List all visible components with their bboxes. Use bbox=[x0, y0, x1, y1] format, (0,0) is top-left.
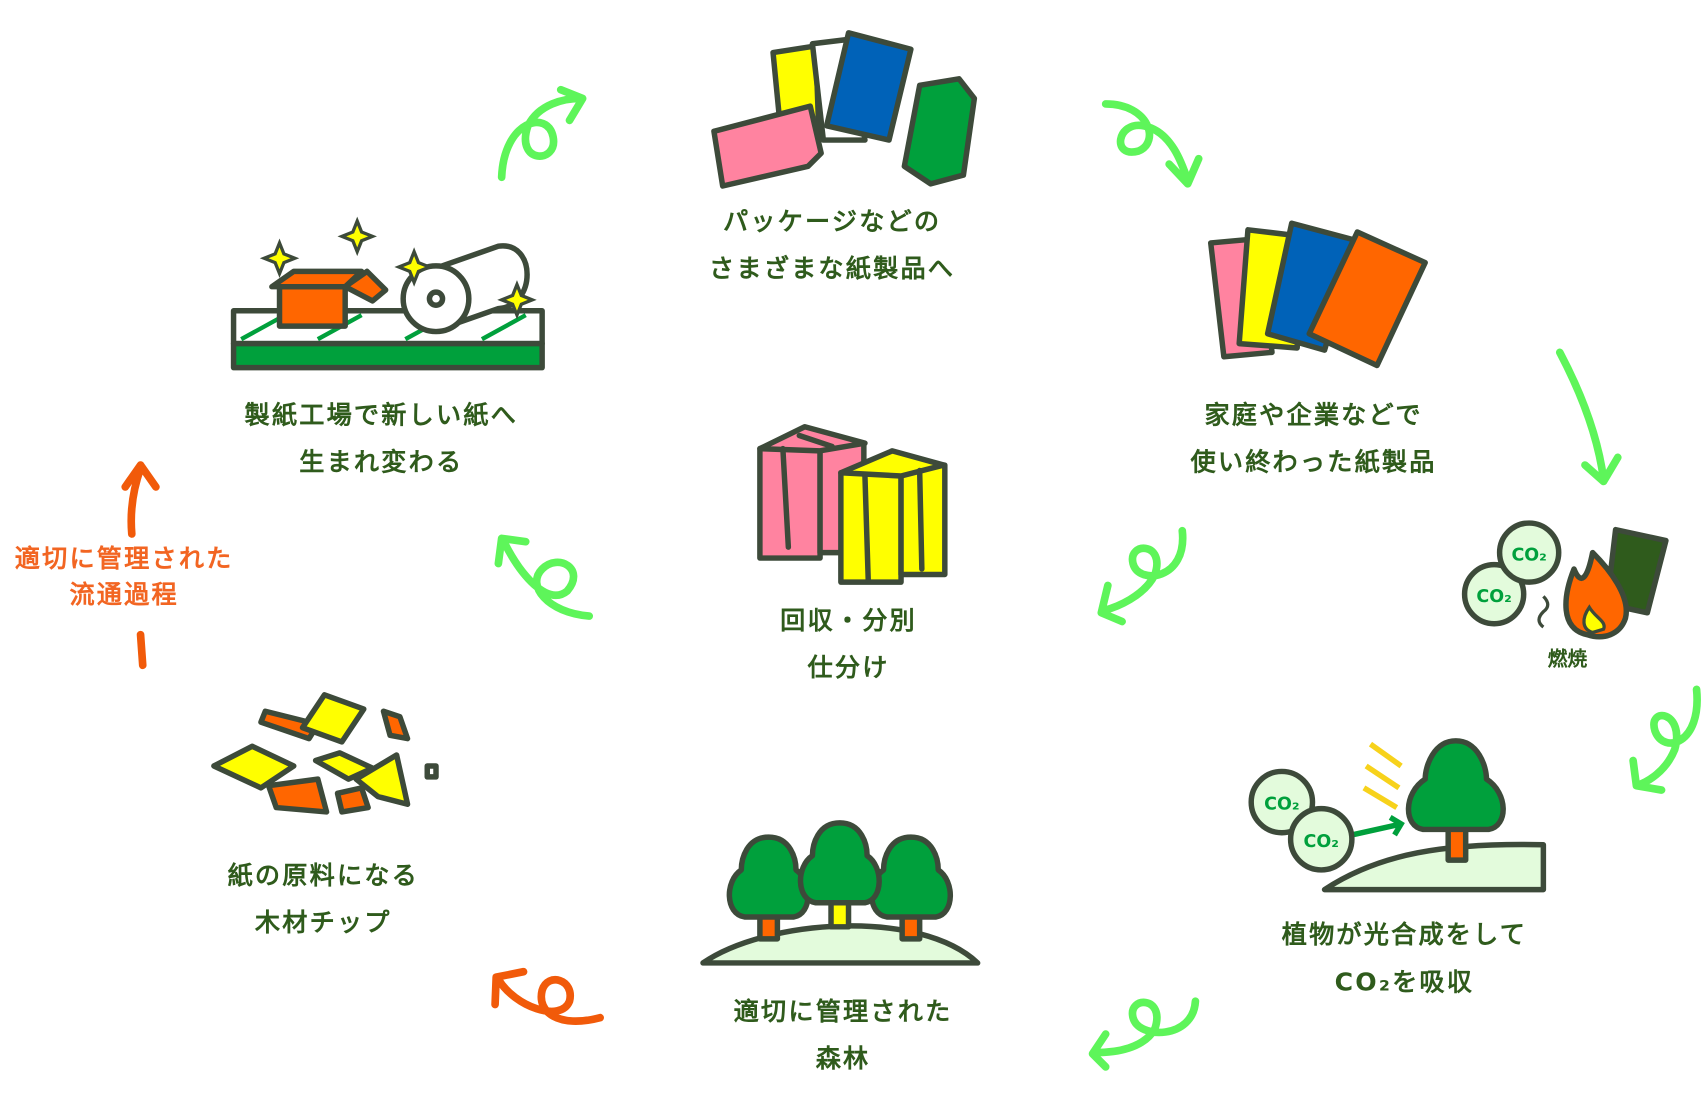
sparkle-icon bbox=[497, 280, 537, 320]
managed-process-line1: 適切に管理された bbox=[15, 544, 234, 573]
managed-process-line2: 流通過程 bbox=[69, 580, 178, 609]
collection-boxes-illustration bbox=[757, 424, 948, 585]
arrow-products-to-used bbox=[1101, 100, 1203, 188]
co2-label: CO₂ bbox=[1264, 795, 1299, 815]
arrow-used-to-collection bbox=[1097, 526, 1187, 626]
stage-forest-line2: 森林 bbox=[816, 1044, 871, 1073]
sparkle-icon bbox=[259, 238, 300, 278]
used-paper-illustration bbox=[1207, 220, 1428, 369]
arrow-managed-process-up bbox=[121, 461, 160, 670]
co2-label: CO₂ bbox=[1511, 545, 1546, 565]
stage-factory-line1: 製紙工場で新しい紙へ bbox=[245, 400, 518, 429]
stage-forest-line1: 適切に管理された bbox=[734, 997, 953, 1026]
cycle-arrows bbox=[121, 85, 1701, 1071]
stage-chips-line1: 紙の原料になる bbox=[228, 861, 419, 890]
fire-icon bbox=[1563, 549, 1630, 640]
burning-illustration: CO₂ CO₂ bbox=[1461, 520, 1669, 640]
stage-used-line2: 使い終わった紙製品 bbox=[1190, 448, 1437, 477]
stage-used-line1: 家庭や企業などで bbox=[1204, 400, 1422, 429]
paper-factory-illustration bbox=[230, 216, 545, 371]
paper-products-illustration bbox=[711, 30, 978, 189]
stage-products-line2: さまざまな紙製品へ bbox=[709, 254, 955, 283]
arrow-used-to-burn bbox=[1555, 348, 1622, 486]
arrow-factory-to-products bbox=[497, 85, 587, 182]
sparkle-icon bbox=[337, 216, 377, 257]
co2-label: CO₂ bbox=[1476, 587, 1511, 607]
stage-factory-line2: 生まれ変わる bbox=[299, 448, 463, 477]
arrow-collection-to-factory bbox=[494, 534, 594, 620]
tree bbox=[868, 834, 953, 942]
forest-illustration bbox=[700, 820, 981, 966]
co2-label: CO₂ bbox=[1304, 832, 1339, 852]
photosynthesis-illustration: CO₂ CO₂ bbox=[1248, 738, 1547, 893]
stage-collection-line1: 回収・分別 bbox=[780, 606, 917, 635]
stage-chips-line2: 木材チップ bbox=[254, 908, 392, 937]
stage-photosynthesis-line1: 植物が光合成をして bbox=[1282, 920, 1527, 949]
arrow-photosynthesis-to-forest bbox=[1088, 997, 1200, 1071]
tree bbox=[797, 820, 882, 930]
wood-chips-illustration bbox=[211, 692, 439, 815]
stage-products-line1: パッケージなどの bbox=[723, 207, 941, 236]
stage-photosynthesis-line2: CO₂を吸収 bbox=[1335, 967, 1474, 996]
arrow-forest-to-chips bbox=[491, 967, 604, 1025]
stage-collection-line2: 仕分け bbox=[807, 653, 890, 682]
stage-burn-label: 燃焼 bbox=[1548, 647, 1588, 670]
arrow-burn-to-photosynthesis bbox=[1629, 685, 1701, 794]
sparkle-icon bbox=[394, 247, 434, 287]
tree bbox=[726, 834, 811, 942]
